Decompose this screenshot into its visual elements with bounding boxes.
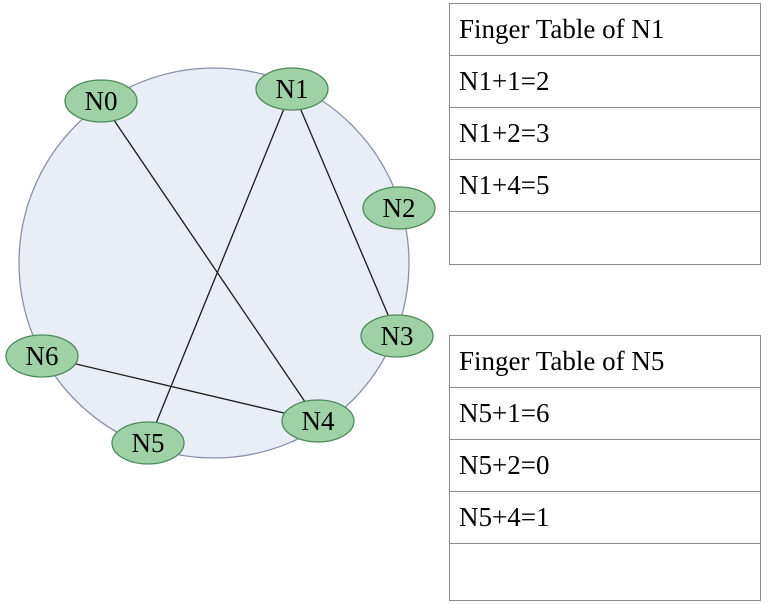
node-n4: N4 <box>281 399 355 443</box>
node-label: N3 <box>381 321 414 351</box>
node-shape <box>255 67 329 111</box>
node-n2: N2 <box>362 186 436 230</box>
node-label: N6 <box>26 341 59 371</box>
finger-table-row: N1+4=5 <box>450 160 760 212</box>
node-label: N0 <box>85 86 118 116</box>
edge-n0-n4 <box>100 100 319 422</box>
node-shape <box>64 79 138 123</box>
node-n5: N5 <box>111 421 185 465</box>
finger-table-n1: Finger Table of N1 N1+1=2 N1+2=3 N1+4=5 <box>449 3 761 265</box>
edge-n1-n5 <box>147 88 293 444</box>
edges-layer <box>41 88 398 444</box>
ring-circle <box>18 67 410 459</box>
finger-table-row: N5+2=0 <box>450 440 760 492</box>
finger-table-n5: Finger Table of N5 N5+1=6 N5+2=0 N5+4=1 <box>449 335 761 601</box>
edge-n6-n4 <box>41 355 319 422</box>
finger-table-title: Finger Table of N5 <box>450 336 760 388</box>
node-shape <box>362 186 436 230</box>
node-n6: N6 <box>5 334 79 378</box>
node-n0: N0 <box>64 79 138 123</box>
node-shape <box>360 314 434 358</box>
finger-table-row: N1+2=3 <box>450 108 760 160</box>
node-n1: N1 <box>255 67 329 111</box>
node-label: N4 <box>302 406 335 436</box>
node-label: N1 <box>276 74 309 104</box>
node-n3: N3 <box>360 314 434 358</box>
finger-table-row: N5+4=1 <box>450 492 760 544</box>
finger-table-row: N5+1=6 <box>450 388 760 440</box>
finger-table-row <box>450 544 760 600</box>
node-shape <box>111 421 185 465</box>
finger-table-title: Finger Table of N1 <box>450 4 760 56</box>
finger-table-row <box>450 212 760 264</box>
node-shape <box>281 399 355 443</box>
edge-n1-n3 <box>291 88 398 337</box>
finger-table-row: N1+1=2 <box>450 56 760 108</box>
node-shape <box>5 334 79 378</box>
node-label: N5 <box>132 428 165 458</box>
node-label: N2 <box>383 193 416 223</box>
